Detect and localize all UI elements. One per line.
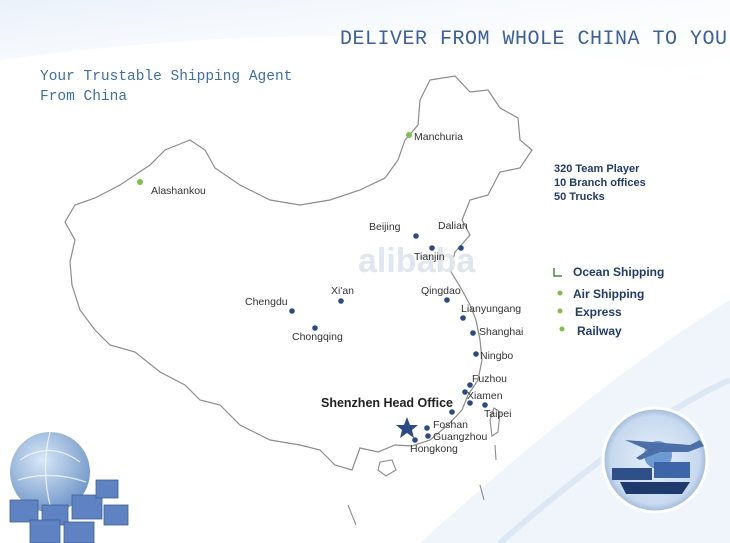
city-dot	[424, 425, 430, 431]
city-label-lianyungang: Lianyungang	[461, 303, 522, 315]
service-ocean-shipping: Ocean Shipping	[573, 265, 665, 279]
watermark: alibaba	[358, 242, 476, 280]
city-label-tianjin: Tianjin	[414, 251, 445, 263]
sea-dash	[347, 504, 357, 526]
city-label-fuzhou: Fuzhou	[472, 373, 508, 385]
head-office-label: Shenzhen Head Office	[321, 396, 453, 410]
city-dot	[460, 315, 466, 321]
service-bullet	[557, 290, 563, 296]
head-office-star-icon	[396, 417, 418, 438]
city-dots	[289, 233, 488, 443]
green-dots	[137, 132, 565, 332]
sea-dash	[479, 484, 485, 501]
city-label-hongkong: Hongkong	[410, 443, 458, 455]
tagline-line-2: From China	[40, 89, 128, 105]
city-dot	[412, 437, 418, 443]
stat-trucks: 50 Trucks	[554, 191, 605, 203]
taiwan-island	[489, 407, 501, 437]
city-label-chongqing: Chongqing	[292, 331, 343, 343]
city-dot	[473, 351, 479, 357]
city-dot	[429, 245, 435, 251]
page-title: DELIVER FROM WHOLE CHINA TO YOU	[340, 28, 728, 51]
city-label-qingdao: Qingdao	[421, 285, 461, 297]
city-dot	[470, 330, 476, 336]
city-label-ningbo: Ningbo	[480, 350, 514, 362]
service-bullet	[559, 326, 565, 332]
city-label-xian: Xi'an	[331, 285, 355, 297]
city-dot-green	[137, 179, 143, 185]
city-dot	[467, 382, 473, 388]
city-label-beijing: Beijing	[369, 221, 401, 233]
city-label-manchuria: Manchuria	[414, 131, 464, 143]
city-label-shanghai: Shanghai	[479, 326, 524, 338]
service-express: Express	[575, 305, 622, 319]
city-dot	[482, 402, 488, 408]
city-dot	[338, 298, 344, 304]
china-outline	[64, 75, 533, 471]
ocean-icon	[553, 268, 562, 277]
city-dot	[289, 308, 295, 314]
city-label-xiamen: Xiamen	[467, 390, 503, 402]
city-label-dalian: Dalian	[438, 220, 468, 232]
service-bullet	[557, 308, 563, 314]
city-dot	[467, 400, 473, 406]
city-label-alashankou: Alashankou	[151, 185, 206, 197]
service-air-shipping: Air Shipping	[573, 287, 645, 301]
city-dot	[425, 433, 431, 439]
tagline-line-1: Your Trustable Shipping Agent	[40, 69, 293, 85]
stat-team: 320 Team Player	[554, 163, 640, 175]
city-label-foshan: Foshan	[433, 419, 469, 431]
sea-dash	[494, 444, 497, 461]
city-label-guangzhou: Guangzhou	[433, 431, 488, 443]
city-dot-green	[406, 132, 412, 138]
city-dot	[444, 297, 450, 303]
city-label-chengdu: Chengdu	[245, 296, 288, 308]
globe-boxes-icon	[9, 431, 129, 543]
service-railway: Railway	[577, 324, 622, 338]
hainan-island	[377, 459, 397, 477]
transport-circle-icon	[601, 406, 709, 514]
city-dot	[462, 389, 468, 395]
background-swoosh-top	[0, 0, 730, 90]
city-dot	[458, 245, 464, 251]
city-dot	[312, 325, 318, 331]
city-dot	[413, 233, 419, 239]
city-label-taipei: Taipei	[484, 408, 512, 420]
city-dot	[449, 409, 455, 415]
stat-branches: 10 Branch offices	[554, 177, 646, 189]
